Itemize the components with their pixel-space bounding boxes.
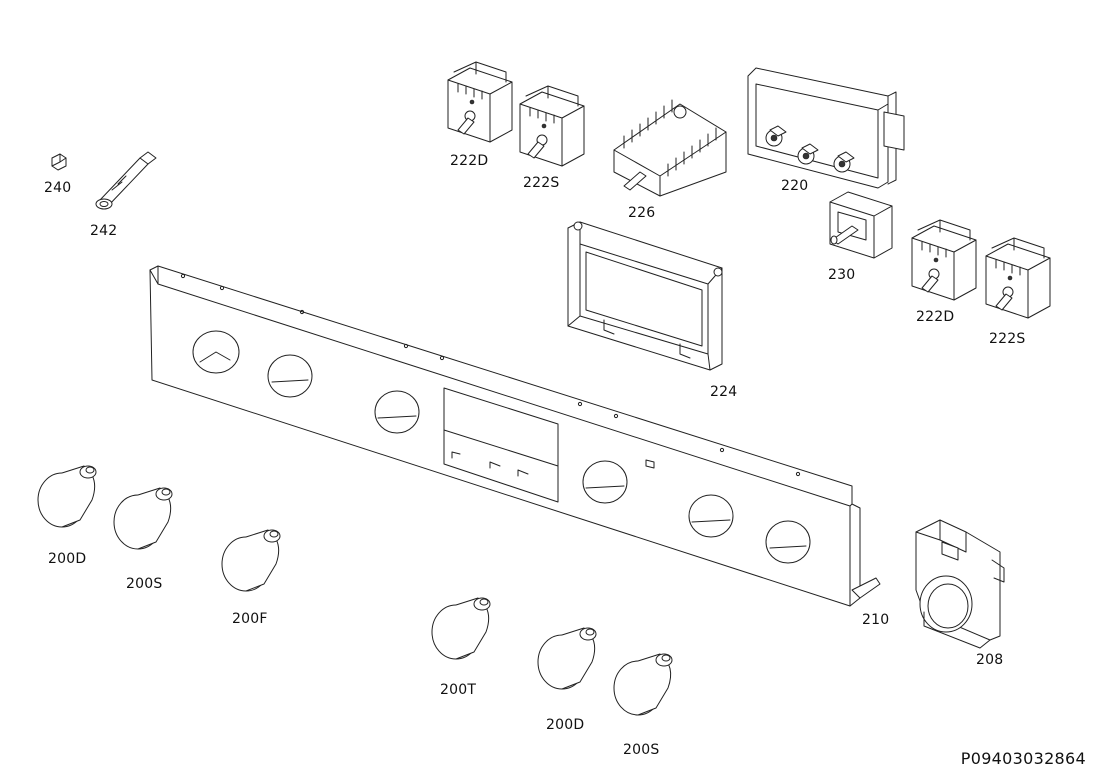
part-200D-bottom-knob: [537, 627, 597, 690]
part-200T-knob: [431, 597, 491, 660]
part-200S-bottom-knob: [613, 653, 673, 716]
label-242: 242: [90, 223, 118, 239]
label-220: 220: [781, 178, 809, 194]
document-id: P09403032864: [960, 749, 1086, 768]
part-200S-left-knob: [113, 487, 173, 550]
label-222D-right: 222D: [916, 309, 955, 325]
label-200T: 200T: [440, 682, 477, 698]
label-200S-left: 200S: [126, 576, 163, 592]
part-222S-top-switch: [519, 85, 585, 167]
label-200D-left: 200D: [48, 551, 87, 567]
label-200D-bottom: 200D: [546, 717, 585, 733]
part-200D-left-knob: [37, 465, 97, 528]
label-240: 240: [44, 180, 72, 196]
part-222D-right-switch: [911, 219, 977, 301]
part-242-pin: [95, 151, 157, 210]
label-226: 226: [628, 205, 656, 221]
part-200F-knob: [221, 529, 281, 592]
label-208: 208: [976, 652, 1004, 668]
part-210-control-panel: [149, 265, 881, 607]
part-224-display-frame: [567, 221, 723, 371]
part-220-timer-module: [747, 67, 905, 189]
label-222D-top: 222D: [450, 153, 489, 169]
part-222D-top-switch: [447, 61, 513, 143]
part-222S-right-switch: [985, 237, 1051, 319]
label-200F: 200F: [232, 611, 268, 627]
label-230: 230: [828, 267, 856, 283]
label-222S-right: 222S: [989, 331, 1026, 347]
label-222S-top: 222S: [523, 175, 560, 191]
label-210: 210: [862, 612, 890, 628]
label-200S-bottom: 200S: [623, 742, 660, 758]
label-224: 224: [710, 384, 738, 400]
part-230-switch: [829, 191, 893, 259]
part-208-knob-housing: [915, 519, 1005, 649]
part-226-selector-switch: [613, 99, 727, 197]
part-240-clip: [51, 153, 67, 171]
